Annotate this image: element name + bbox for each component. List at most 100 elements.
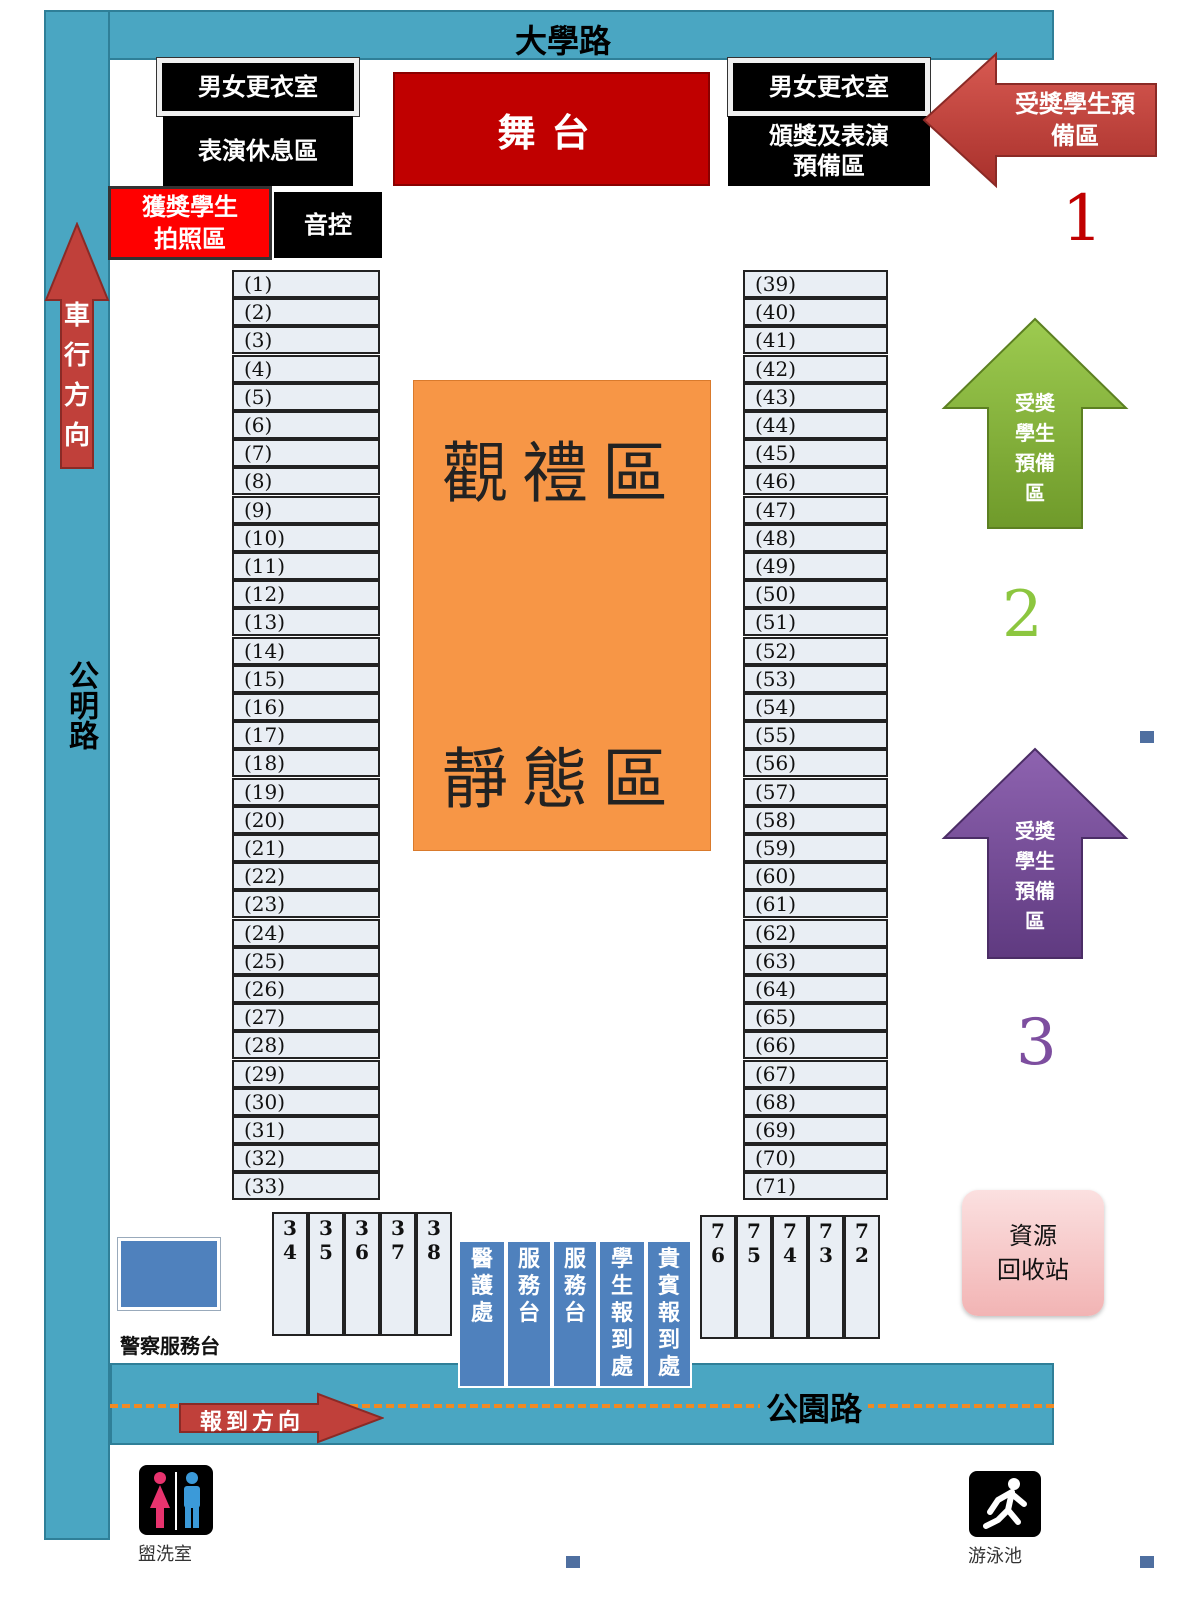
- recycling-station: 資源 回收站: [962, 1190, 1104, 1316]
- stall-50: (50): [743, 580, 888, 609]
- green-arrow-line3: 預備: [1015, 451, 1055, 475]
- stall-71: (71): [743, 1172, 888, 1201]
- marker-square: [1140, 731, 1154, 743]
- purple-arrow-line3: 預備: [1015, 879, 1055, 903]
- road-label-left: 公明路: [60, 660, 100, 759]
- stall-15: (15): [232, 664, 380, 693]
- zone-number-3: 3: [1016, 1006, 1057, 1080]
- stall-44: (44): [743, 411, 888, 439]
- stall-63: (63): [743, 946, 888, 975]
- stall-9: (9): [232, 495, 380, 524]
- service-desk-1: 服務台: [506, 1240, 552, 1388]
- stall-30: (30): [232, 1087, 380, 1116]
- recycling-line1: 資源: [1009, 1222, 1057, 1250]
- vip-checkin: 貴賓報到處: [646, 1240, 692, 1388]
- traffic-char-1: 車: [63, 301, 90, 331]
- stall-51: (51): [743, 608, 888, 637]
- viewing-area-label: 觀禮區: [442, 435, 682, 512]
- stall-54: (54): [743, 693, 888, 721]
- sound-desk: 音控: [274, 192, 382, 258]
- prep-arrow-line2: 備區: [1051, 121, 1099, 150]
- traffic-char-2: 行: [63, 341, 90, 371]
- marker-square: [1140, 1556, 1154, 1568]
- traffic-direction-text: 車 行 方 向: [55, 296, 99, 456]
- stall-10: (10): [232, 523, 380, 552]
- stall-69: (69): [743, 1116, 888, 1144]
- stall-61: (61): [743, 890, 888, 919]
- police-desk-box: [118, 1238, 220, 1310]
- stall-12: (12): [232, 580, 380, 609]
- stall-21: (21): [232, 834, 380, 862]
- red-left-arrow-icon: [922, 51, 1157, 189]
- green-arrow-line2: 學生: [1015, 421, 1055, 445]
- stall-4: (4): [232, 354, 380, 383]
- stall-48: (48): [743, 523, 888, 552]
- stall-70: (70): [743, 1144, 888, 1173]
- road-dashed-line: [110, 1404, 1054, 1408]
- prep-arrow-text: 受獎學生預 備區: [990, 88, 1160, 152]
- stall-14: (14): [232, 636, 380, 665]
- purple-arrow-line4: 區: [1025, 909, 1045, 933]
- stall-57: (57): [743, 777, 888, 806]
- stall-32: (32): [232, 1144, 380, 1173]
- static-area-label: 靜態區: [442, 741, 682, 818]
- stall-31: (31): [232, 1116, 380, 1144]
- stall-8: (8): [232, 467, 380, 496]
- stall-19: (19): [232, 777, 380, 806]
- service-desk-2: 服務台: [552, 1240, 598, 1388]
- prep-arrow-line1: 受獎學生預: [1015, 89, 1135, 118]
- stall-46: (46): [743, 467, 888, 496]
- stall-39: (39): [743, 270, 888, 298]
- restroom-label: 盥洗室: [138, 1544, 192, 1565]
- checkin-arrow-label: 報到方向: [200, 1409, 305, 1435]
- stall-68: (68): [743, 1087, 888, 1116]
- checkin-arrow-icon: [179, 1392, 384, 1444]
- stall-22: (22): [232, 862, 380, 891]
- police-desk-label: 警察服務台: [120, 1334, 220, 1358]
- stall-29: (29): [232, 1059, 380, 1088]
- center-zone: [413, 380, 711, 851]
- pool-label: 游泳池: [968, 1546, 1022, 1567]
- stall-43: (43): [743, 382, 888, 411]
- photo-area: 獲獎學生 拍照區: [108, 186, 272, 260]
- stall-2: (2): [232, 298, 380, 327]
- stall-59: (59): [743, 834, 888, 862]
- stall-28: (28): [232, 1031, 380, 1060]
- stall-56: (56): [743, 749, 888, 778]
- road-label-top: 大學路: [515, 22, 612, 60]
- traffic-char-3: 方: [63, 381, 90, 411]
- stall-26: (26): [232, 975, 380, 1003]
- purple-arrow-text: 受獎 學生 預備 區: [990, 816, 1080, 936]
- green-arrow-line1: 受獎: [1015, 391, 1055, 415]
- stall-11: (11): [232, 552, 380, 580]
- purple-arrow-line1: 受獎: [1015, 819, 1055, 843]
- traffic-char-4: 向: [63, 421, 90, 451]
- marker-square: [566, 1556, 580, 1568]
- stall-55: (55): [743, 721, 888, 750]
- stall-49: (49): [743, 552, 888, 580]
- dressing-room-right: 男女更衣室: [728, 58, 930, 116]
- award-prep-line1: 頒獎及表演: [769, 121, 889, 150]
- road-label-left-text: 公明路: [63, 660, 98, 750]
- stall-5: (5): [232, 382, 380, 411]
- pool-exit-icon: [969, 1471, 1041, 1537]
- stall-60: (60): [743, 862, 888, 891]
- red-up-arrow-icon: [44, 222, 110, 469]
- dressing-room-left: 男女更衣室: [157, 58, 359, 116]
- stall-27: (27): [232, 1003, 380, 1032]
- purple-up-arrow-icon: [941, 747, 1129, 959]
- award-prep-area: 頒獎及表演 預備區: [728, 116, 930, 186]
- recycling-line2: 回收站: [997, 1256, 1069, 1284]
- stalls-left-column: (1)(2)(3)(4)(5)(6)(7)(8)(9)(10)(11)(12)(…: [232, 270, 380, 1210]
- green-arrow-text: 受獎 學生 預備 區: [990, 388, 1080, 508]
- performer-rest-area: 表演休息區: [163, 116, 353, 186]
